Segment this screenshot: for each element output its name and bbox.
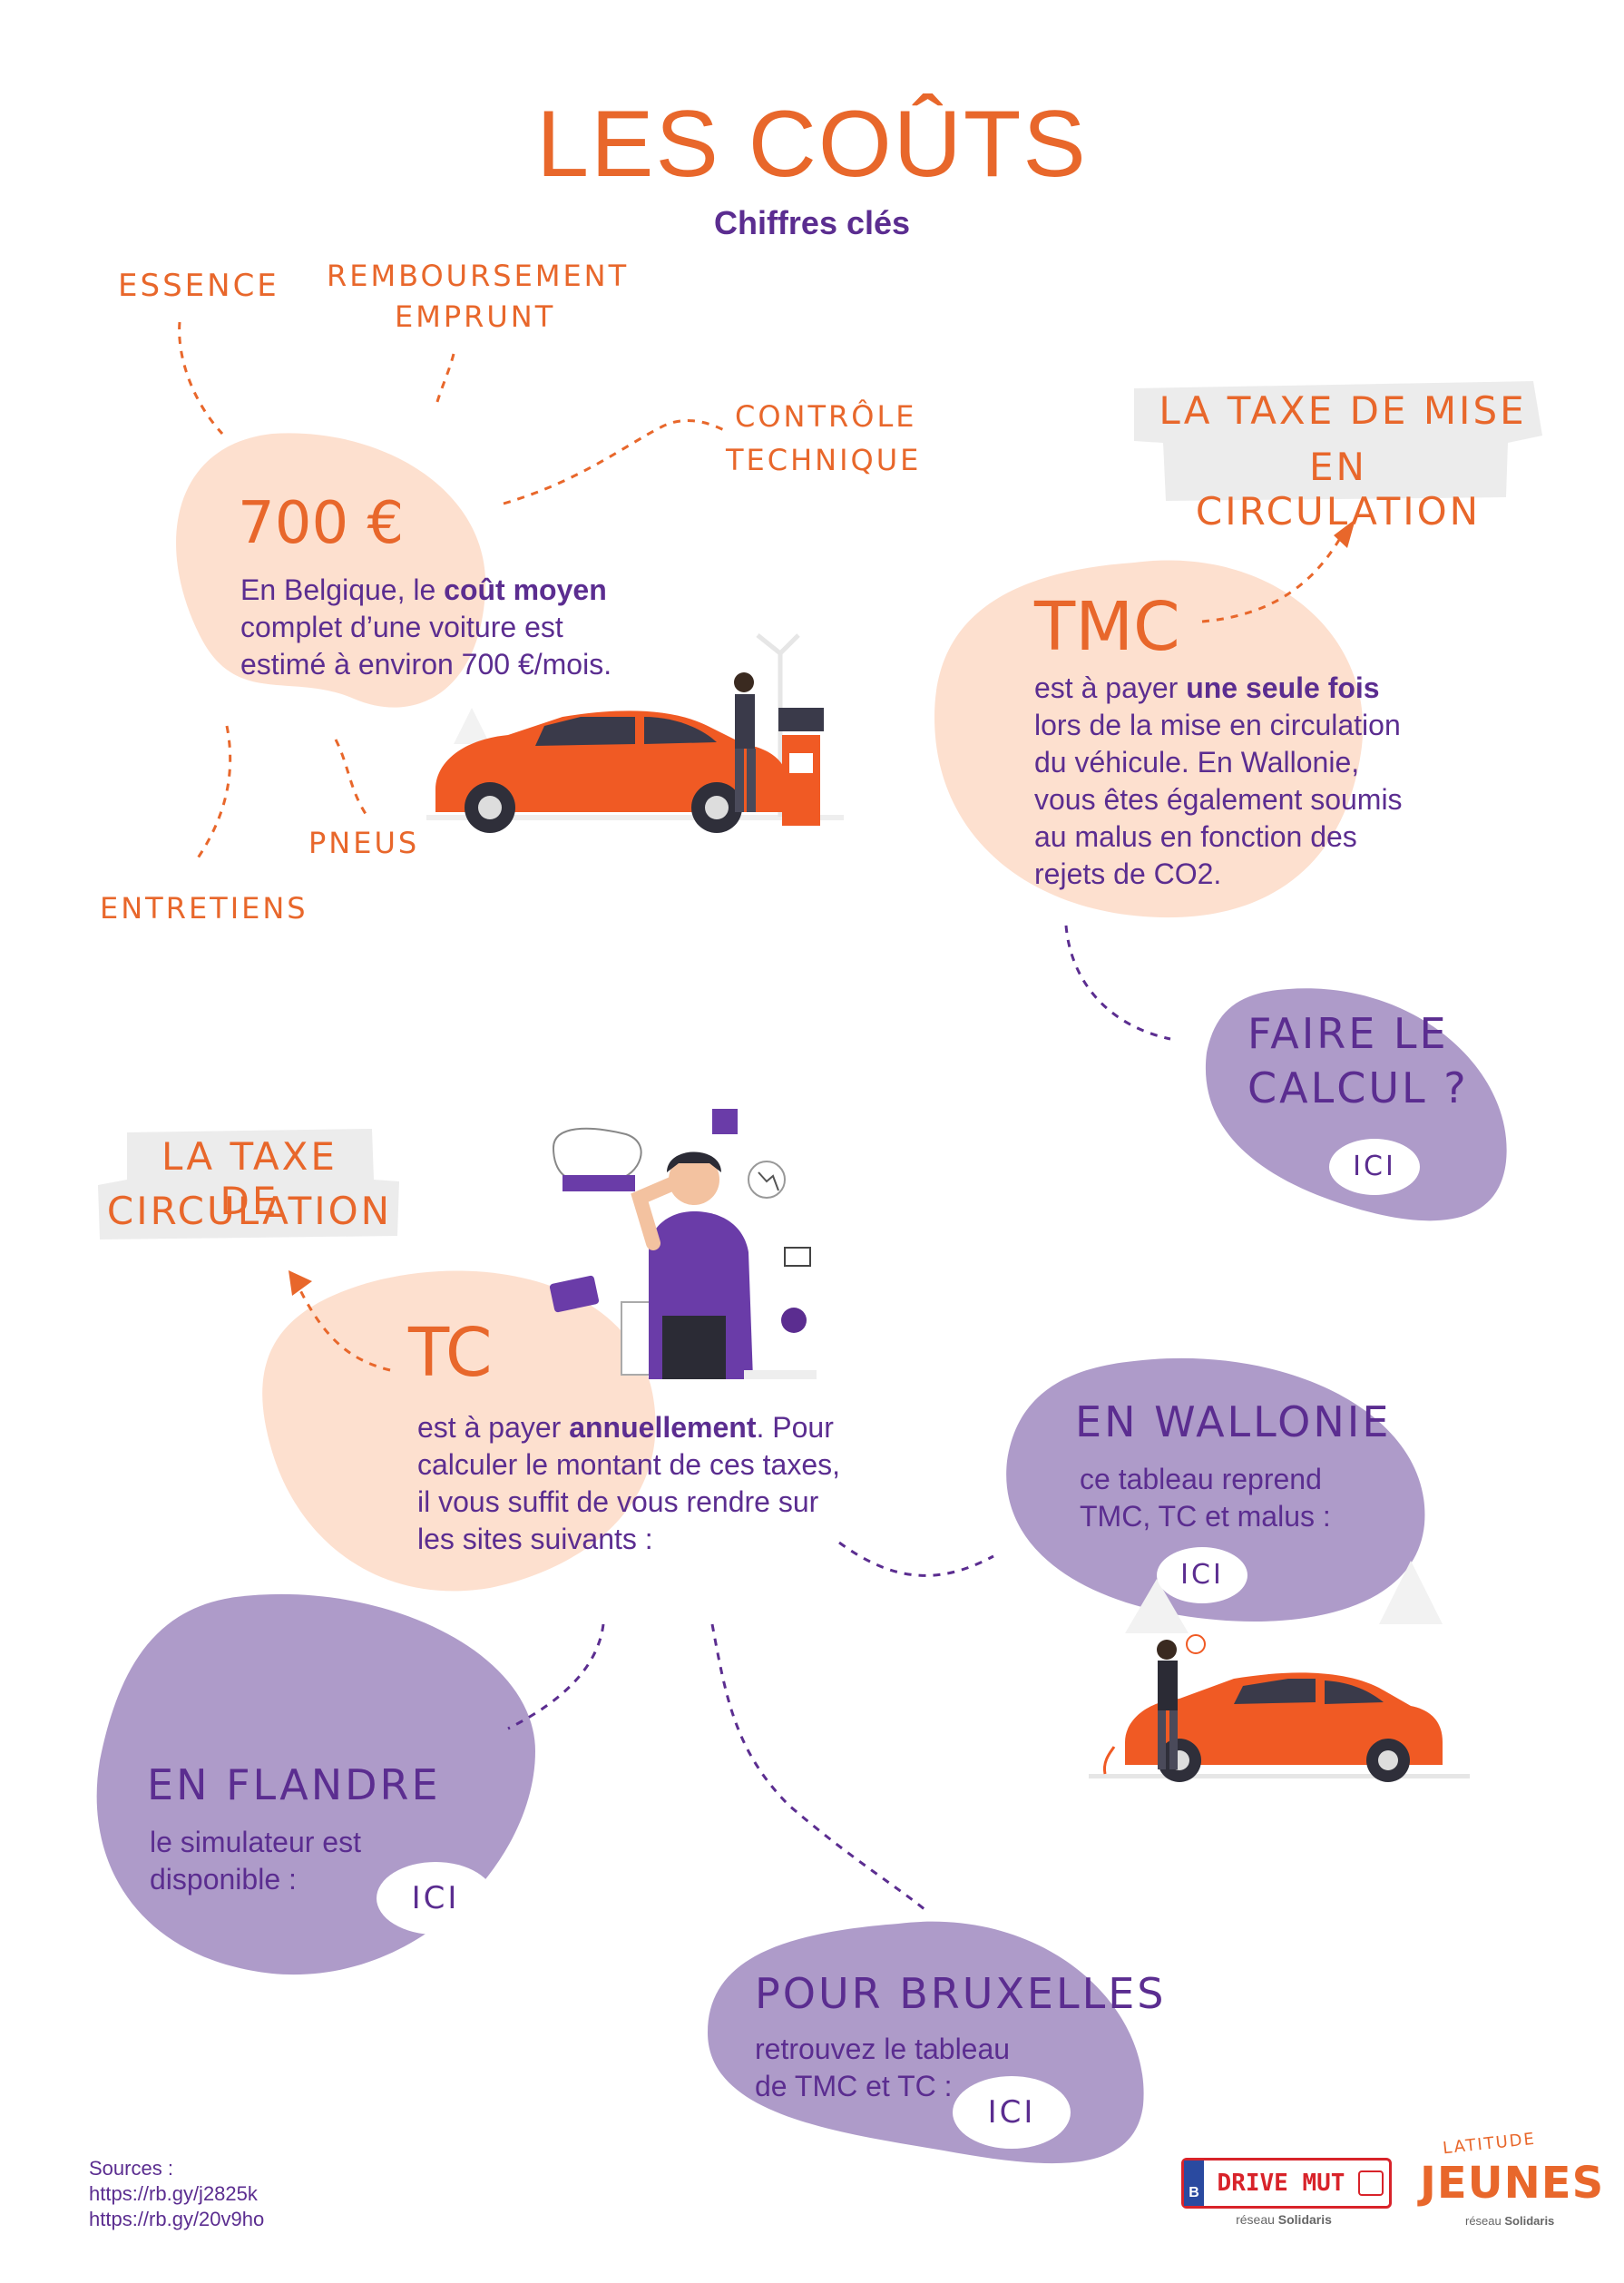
- wallonie-link-ici[interactable]: ICI: [1157, 1547, 1247, 1603]
- blob-calcul: [1205, 988, 1507, 1221]
- wallonie-description: ce tableau reprend TMC, TC et malus :: [1080, 1463, 1331, 1533]
- calc-heading-line1: FAIRE LE: [1247, 1009, 1449, 1058]
- man-car-illustration: [1089, 1561, 1470, 1782]
- bruxelles-link-ici[interactable]: ICI: [953, 2076, 1071, 2149]
- source-link[interactable]: https://rb.gy/20v9ho: [89, 2208, 265, 2230]
- latitude-jeunes-main: JEUNES: [1420, 2158, 1605, 2209]
- bruxelles-heading: POUR BRUXELLES: [755, 1969, 1167, 2018]
- stressed-man-illustration: [549, 1109, 817, 1379]
- blob-tmc: [934, 560, 1364, 918]
- source-link[interactable]: https://rb.gy/j2825k: [89, 2182, 258, 2205]
- flandre-description: le simulateur est disponible :: [150, 1826, 361, 1896]
- tc-heading: TC: [408, 1314, 493, 1392]
- blob-700: [176, 433, 486, 708]
- tag-bg-tmc: [1134, 381, 1542, 501]
- sources-label: Sources :: [89, 2157, 173, 2180]
- tc-tag-line1: LA TAXE DE: [161, 1134, 338, 1223]
- label-essence: ESSENCE: [118, 268, 279, 304]
- drive-mut-country-letter: B: [1184, 2161, 1204, 2206]
- cost-amount: 700 €: [238, 490, 405, 557]
- blob-wallonie: [1006, 1357, 1425, 1622]
- tag-bg-tc: [98, 1129, 399, 1239]
- page-subtitle: Chiffres clés: [713, 204, 911, 241]
- calc-heading-line2: CALCUL ?: [1247, 1063, 1469, 1112]
- calc-link-ici[interactable]: ICI: [1329, 1139, 1420, 1195]
- drive-mut-name: DRIVE MUT: [1217, 2170, 1345, 2197]
- bruxelles-description: retrouvez le tableau de TMC et TC :: [755, 2033, 1011, 2102]
- cost-description: En Belgique, le coût moyen complet d’une…: [240, 573, 612, 681]
- tmc-tag-line2: EN CIRCULATION: [1195, 445, 1482, 534]
- flandre-heading: EN FLANDRE: [147, 1760, 441, 1809]
- label-remboursement-line1: REMBOURSEMENT: [327, 259, 630, 293]
- tc-tag-line2: CIRCULATION: [106, 1189, 393, 1233]
- flandre-link-ici[interactable]: ICI: [377, 1862, 494, 1935]
- drive-mut-logo: B DRIVE MUT: [1181, 2158, 1392, 2209]
- label-remboursement-line2: EMPRUNT: [395, 299, 556, 334]
- drive-mut-network: réseau Solidaris: [1236, 2212, 1332, 2227]
- wallonie-heading: EN WALLONIE: [1075, 1397, 1392, 1446]
- tmc-description: est à payer une seule fois lors de la mi…: [1034, 671, 1403, 890]
- label-controle-line1: CONTRÔLE: [735, 399, 917, 434]
- tmc-tag-line1: LA TAXE DE MISE: [1159, 388, 1527, 433]
- label-controle-line2: TECHNIQUE: [726, 443, 922, 477]
- latitude-jeunes-network: réseau Solidaris: [1465, 2214, 1555, 2228]
- sources-block: Sources : https://rb.gy/j2825k https://r…: [89, 2156, 416, 2232]
- label-pneus: PNEUS: [308, 826, 420, 860]
- blob-tc: [262, 1270, 656, 1592]
- page-title: LES COÛTS: [536, 92, 1088, 197]
- tc-description: est à payer annuellement. Pour calculer …: [417, 1411, 841, 1555]
- car-charging-illustration: [426, 633, 844, 833]
- label-entretiens: ENTRETIENS: [100, 891, 308, 926]
- drive-mut-emblem-icon: [1358, 2170, 1384, 2196]
- tmc-heading: TMC: [1034, 588, 1180, 666]
